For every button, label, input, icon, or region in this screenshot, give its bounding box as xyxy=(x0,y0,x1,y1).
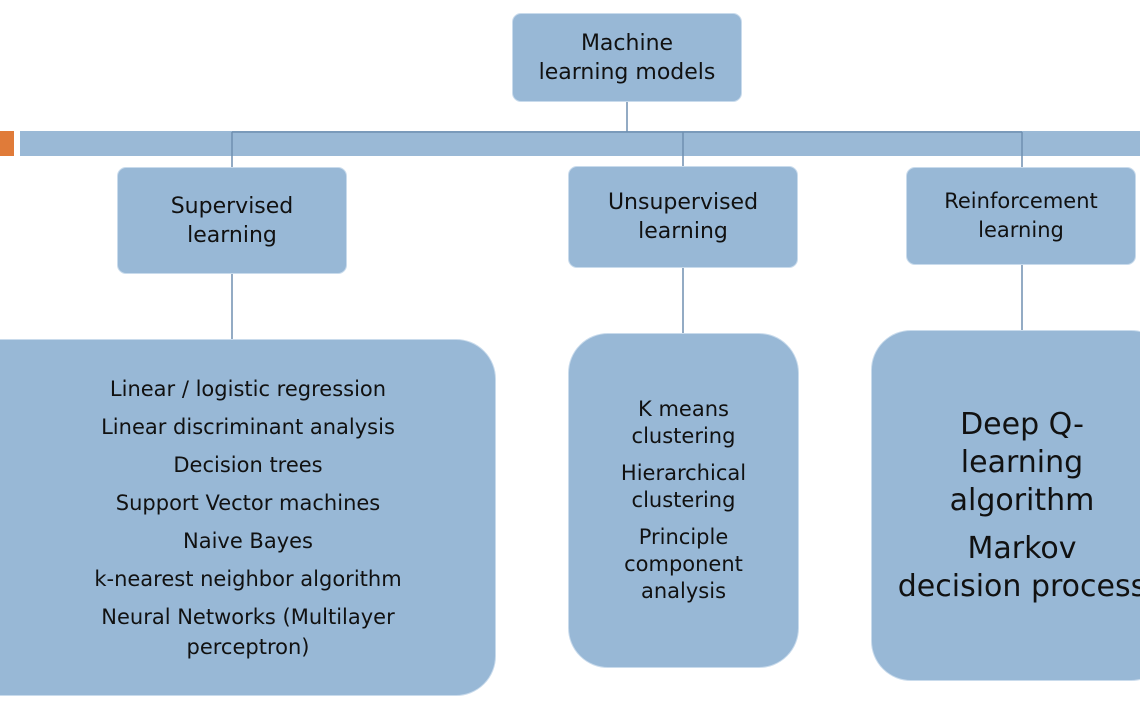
category-supervised: Supervised learning xyxy=(117,167,347,274)
root-label-line-2: learning models xyxy=(538,59,716,85)
category-label-line-1: Reinforcement xyxy=(944,189,1098,213)
category-unsupervised: Unsupervised learning xyxy=(568,166,798,268)
root-node: Machine learning models xyxy=(512,13,742,102)
category-reinforcement: Reinforcement learning xyxy=(906,167,1136,265)
model-item: Principle xyxy=(638,525,729,549)
model-item: Decision trees xyxy=(173,452,323,477)
unsupervised-models-box: K means clustering Hierarchical clusteri… xyxy=(568,333,799,668)
category-label-line-2: learning xyxy=(187,222,277,248)
model-item: Neural Networks (Multilayer xyxy=(101,604,395,629)
model-item: decision process xyxy=(897,568,1140,604)
model-item: Support Vector machines xyxy=(115,490,381,515)
supervised-models-box: Linear / logistic regression Linear disc… xyxy=(0,339,496,696)
category-label-line-2: learning xyxy=(978,218,1064,242)
model-item: K means xyxy=(638,397,729,421)
model-item: Hierarchical xyxy=(620,461,747,485)
title-accent-bar xyxy=(0,131,14,156)
model-item: component xyxy=(624,552,743,576)
model-item: algorithm xyxy=(949,482,1095,518)
model-item: Deep Q- xyxy=(960,406,1084,442)
category-label-line-2: learning xyxy=(638,219,728,244)
model-item: learning xyxy=(960,444,1084,480)
model-item: analysis xyxy=(640,579,727,603)
model-item: clustering xyxy=(631,488,736,512)
model-item: Markov xyxy=(967,530,1077,566)
model-item: Linear / logistic regression xyxy=(109,376,387,401)
model-item: perceptron) xyxy=(186,634,310,659)
reinforcement-models-box: Deep Q- learning algorithm Markov decisi… xyxy=(871,330,1140,681)
model-item: clustering xyxy=(631,424,736,448)
model-item: Linear discriminant analysis xyxy=(101,414,395,439)
category-label-line-1: Supervised xyxy=(170,193,294,219)
model-item: k-nearest neighbor algorithm xyxy=(94,566,402,591)
model-item: Naive Bayes xyxy=(183,528,313,553)
category-label-line-1: Unsupervised xyxy=(607,190,759,215)
root-label-line-1: Machine xyxy=(580,30,674,56)
title-band xyxy=(20,131,1140,156)
